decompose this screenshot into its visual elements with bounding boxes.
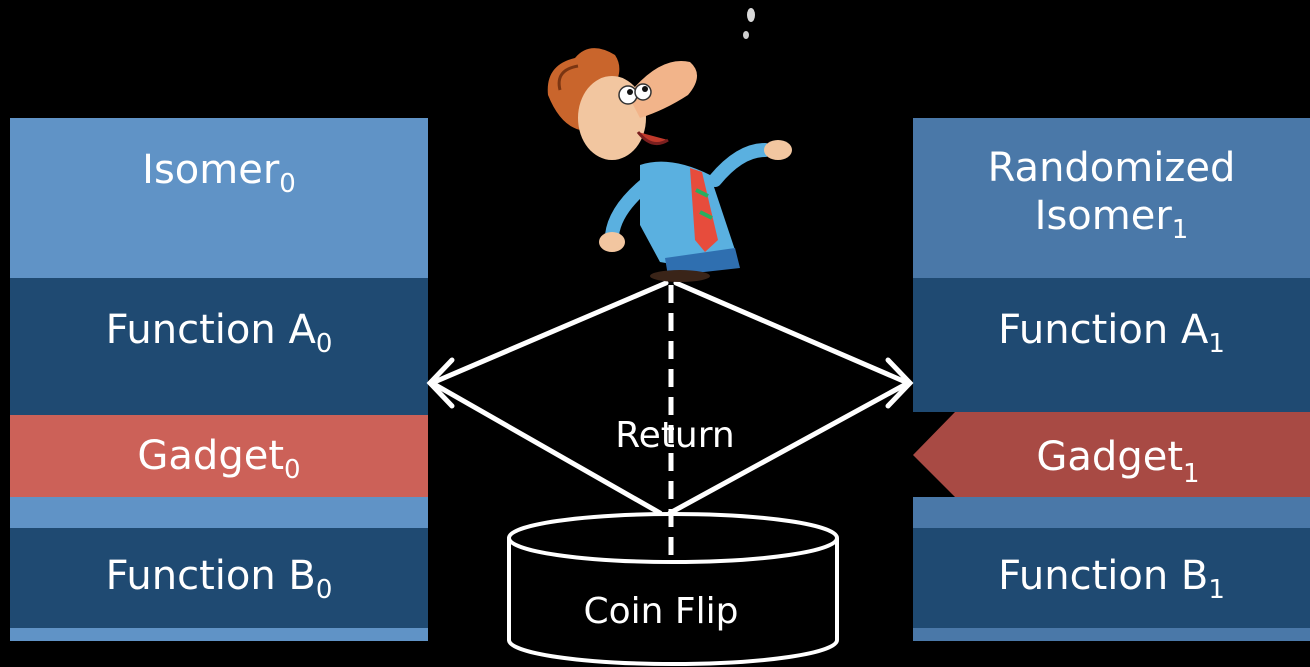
coin-flip-label: Coin Flip [584, 591, 739, 632]
left-isomer-block: Isomer0 [10, 118, 428, 278]
left-gap-block [10, 497, 428, 528]
right-arrowhead-icon [885, 357, 914, 409]
right-function-b-block: Function B1 [913, 528, 1310, 628]
right-function-a-label: Function A1 [998, 307, 1225, 359]
left-gadget-label: Gadget0 [137, 433, 301, 485]
return-arrows [429, 280, 911, 516]
left-gadget-block: Gadget0 [10, 415, 428, 497]
return-label: Return [615, 415, 734, 456]
left-function-b-label: Function B0 [105, 553, 333, 605]
right-gadget-block: Gadget1 [913, 412, 1310, 497]
right-function-a-block: Function A1 [913, 278, 1310, 412]
right-function-b-label: Function B1 [998, 553, 1225, 605]
right-isomer-line1: Randomized [987, 145, 1236, 191]
left-arrowhead-icon [426, 357, 455, 409]
right-gadget-label: Gadget1 [1036, 434, 1199, 489]
coin-flip-cylinder [507, 512, 839, 666]
right-footer-block [913, 628, 1310, 641]
left-function-a-block: Function A0 [10, 278, 428, 415]
left-footer-block [10, 628, 428, 641]
right-isomer-label: Randomized Isomer1 [987, 145, 1236, 245]
left-function-a-label: Function A0 [105, 307, 333, 359]
right-isomer-block: Randomized Isomer1 [913, 118, 1310, 278]
right-gap-block [913, 497, 1310, 528]
left-function-b-block: Function B0 [10, 528, 428, 628]
confused-man-icon [547, 8, 792, 282]
left-isomer-label: Isomer0 [142, 147, 296, 199]
